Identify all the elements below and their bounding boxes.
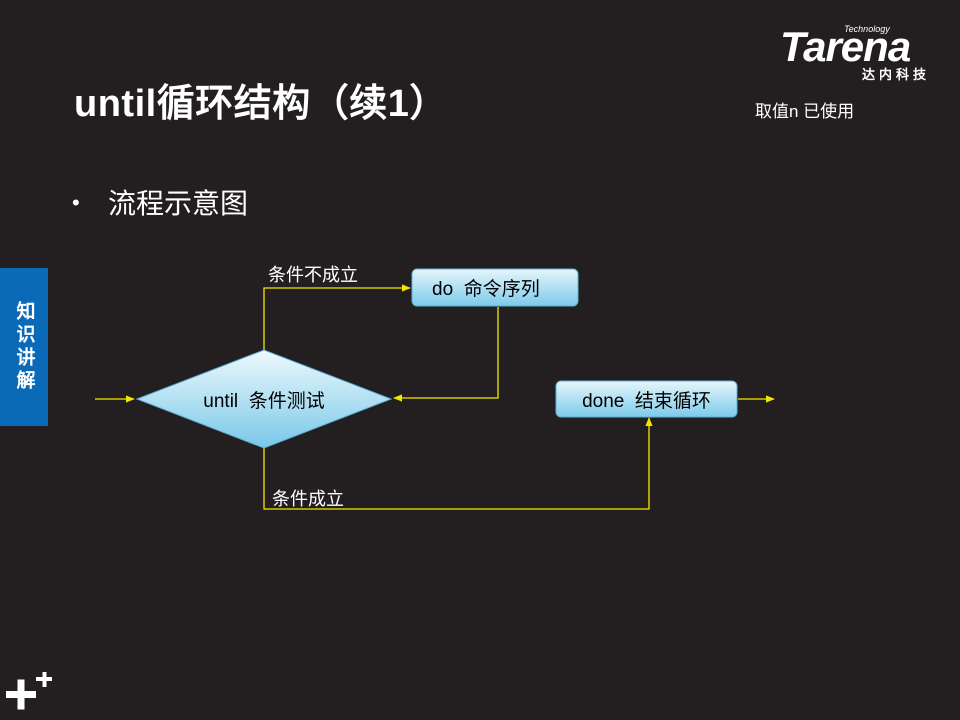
loop-back-arrow — [393, 307, 499, 402]
condition-diamond — [135, 349, 393, 449]
logo-brand: Tarena — [780, 23, 911, 70]
do-box — [411, 268, 579, 307]
condition-label: until 条件测试 — [203, 390, 325, 412]
true-branch-arrow — [263, 417, 653, 510]
plus-icon — [6, 672, 52, 710]
logo-tagline: Technology — [844, 24, 890, 34]
bullet-item: • 流程示意图 — [72, 182, 248, 222]
done-box-label: done 结束循环 — [582, 390, 711, 412]
label-condition-false: 条件不成立 — [268, 265, 358, 285]
bullet-dot: • — [72, 190, 80, 215]
bullet-text: 流程示意图 — [108, 188, 249, 219]
slide-title: until循环结构（续1） — [74, 83, 448, 125]
done-box — [555, 380, 738, 418]
tarena-logo: Tarena Technology 达内科技 — [780, 22, 950, 84]
side-tab: 知识讲解 — [0, 268, 48, 426]
do-box-label: do 命令序列 — [432, 279, 540, 300]
logo-chinese: 达内科技 — [862, 67, 931, 82]
label-condition-true: 条件成立 — [272, 489, 344, 509]
side-tab-label: 知识讲解 — [13, 301, 35, 393]
top-note: 取值n 已使用 — [755, 102, 855, 121]
false-branch-arrow — [263, 284, 411, 350]
